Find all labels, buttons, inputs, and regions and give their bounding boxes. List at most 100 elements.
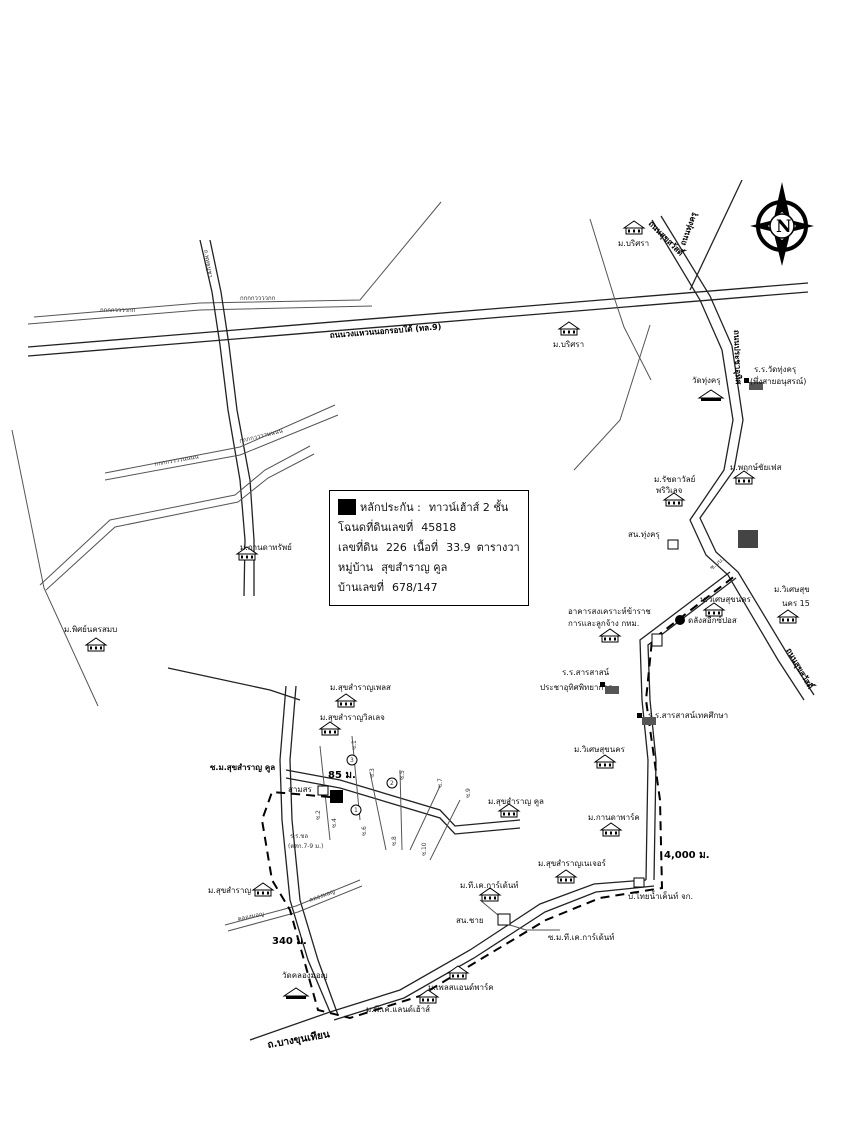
collateral-legend-square (338, 499, 356, 515)
soi-suksamran-cool-label: ซ.ม.สุขสำราญ คูล (210, 763, 275, 773)
svg-text:3: 3 (350, 757, 354, 764)
house-icon-wisetsukhanakhon-2 (594, 754, 616, 769)
school-sarasit-label-2: ประชาอุทิศพิทยาการ (540, 683, 613, 692)
house-icon-borisa-top (623, 220, 645, 235)
m-suksamran-left-label: ม.สุขสำราญ (208, 886, 251, 895)
info-row-house-no: บ้านเลขที่ 678/147 (338, 577, 520, 597)
middle-road-label-2: กกกกววววนนนน (239, 427, 284, 445)
m-ratchawadee-label-1: ม.รัชดาวัลย์ (654, 474, 695, 484)
phutthabucha-road (199, 239, 255, 597)
factory-box (633, 877, 645, 888)
police-thungkru-label: สน.ทุ่งครุ (628, 530, 660, 539)
m-kanda-top-label: ม.กานดาทรัพย์ (240, 542, 292, 552)
senior-home-label-2: การและลูกจ้าง กทม. (568, 619, 639, 629)
m-wisetsuk-label: ม.วิเศษสุข (774, 585, 810, 594)
western-connector-road (39, 445, 315, 591)
lotus-icon (675, 615, 685, 625)
police-thungkru-box (667, 539, 679, 550)
house-icon-pitsinee (85, 637, 107, 652)
phutthabucha-label: ถ.พุทธบูชา (202, 249, 214, 278)
southern-road (329, 879, 655, 1021)
m-pruksa-label: ม.พฤกษ์ชัยเฟส (730, 462, 782, 472)
house-icon-borisa-mid (558, 321, 580, 336)
soi-number-4: ซ.4 (331, 818, 338, 828)
directions-route (260, 574, 737, 1020)
school-small-label-1: ร.ร.ชล (290, 833, 308, 840)
soi-number-7: ซ.7 (437, 778, 444, 788)
m-wisetsuk-label-2: นคร 15 (782, 599, 810, 608)
land-no-label: เลขที่ดิน (338, 541, 378, 554)
deed-label: โฉนดที่ดินเลขที่ (338, 521, 414, 534)
info-row-deed: โฉนดที่ดินเลขที่ 45818 (338, 517, 520, 537)
village-value: สุขสำราญ คูล (381, 561, 448, 574)
m-wisetsukhanakhon-label: ม.วิเศษสุขนคร (700, 595, 752, 604)
khlong-mon-canal (224, 879, 363, 932)
bang-khun-thian-road (167, 667, 339, 1041)
village-label: หมู่บ้าน (338, 561, 374, 574)
distance-85: 85 ม. (328, 770, 356, 781)
suksamran-soi-network (285, 735, 521, 861)
m-kanda-park-label: ม.กานดาพาร์ค (588, 812, 640, 822)
m-suksamran-nature-label: ม.สุขสำราญเนเจอร์ (538, 858, 607, 868)
collateral-marker[interactable] (330, 790, 343, 803)
temple-icon-thungkru (698, 389, 724, 402)
soi-number-6: ซ.6 (361, 826, 368, 836)
soi-number-8: ซ.8 (391, 836, 398, 846)
thungkru-label: ถนนทุ่งครุ (678, 210, 699, 247)
compass-letter: N (776, 217, 792, 237)
school-thungkru-label-2: (พึ่งสายอนุสรณ์) (750, 375, 806, 386)
area-unit: ตารางวา (476, 541, 520, 554)
marker-2: 2 (386, 777, 398, 789)
frontage-road-upper-label-1: กกกกววววกก (100, 307, 136, 314)
m-suksamran-villa-label: ม.สุขสำราญวิลเลจ (320, 713, 385, 722)
house-icon-pruksa (733, 470, 755, 485)
temple-icon-khlong-mon (283, 987, 309, 1000)
outer-ring-road-label: ถนนวงแหวนนอกรอบใต้ (ทล.9) (329, 321, 441, 340)
middle-parallel-road (104, 404, 339, 481)
gas-station-icon (651, 633, 663, 647)
house-no-label: บ้านเลขที่ (338, 581, 384, 594)
land-no-value: 226 (385, 540, 407, 554)
soi-number-3: ซ.3 (369, 768, 376, 778)
house-icon-wisetsukhanakhon (703, 602, 725, 617)
thungkru-road (651, 179, 743, 351)
m-borisa-mid-label: ม.บริศรา (553, 340, 584, 349)
house-icon-suksamran-villa (319, 721, 341, 736)
marker-1: 1 (350, 804, 362, 816)
samsorn-box (317, 785, 329, 796)
collateral-label: หลักประกัน : (360, 501, 421, 514)
middle-road-label-1: กกกกววววนนนน (154, 453, 199, 468)
school-small-label-2: (ตสก.7-9 ม.) (288, 843, 323, 850)
bang-khun-thian-label: ถ.บางขุนเทียน (266, 1028, 330, 1051)
frontage-road-upper (27, 201, 442, 325)
tk-garden-soi (479, 899, 560, 931)
soi-number-2: ซ.2 (315, 810, 322, 820)
shopping-icon (738, 530, 758, 548)
factory-label: บ.ไทยน้ำเค็นท์ จก. (628, 890, 693, 901)
house-no-value: 678/147 (391, 580, 438, 594)
house-icon-kanda-park (600, 822, 622, 837)
frontage-road-upper-label-2: กกกกววววกก (240, 295, 276, 302)
wat-khlong-mon-label: วัดคลองมอญ (282, 971, 328, 980)
house-icon-senior-home (599, 628, 621, 643)
school-sarasas-label: ร.ร.สารสาสน์เทคศึกษา (648, 710, 728, 720)
info-row-collateral: หลักประกัน : ทาวน์เฮ้าส์ 2 ชั้น (338, 497, 520, 517)
collateral-info-box: หลักประกัน : ทาวน์เฮ้าส์ 2 ชั้น โฉนดที่ด… (329, 490, 529, 606)
collateral-value: ทาวน์เฮ้าส์ 2 ชั้น (428, 501, 509, 514)
prachauthit-label: ถนนประชาอุทิศ (731, 330, 743, 386)
m-suksamran-cool-label: ม.สุขสำราญ คูล (488, 797, 544, 807)
outer-ring-road (27, 282, 809, 357)
m-pitsinee-label: ม.พิศย์นครสมบ (64, 624, 117, 634)
soi-number-10: ซ.10 (421, 842, 428, 856)
m-suksamran-place-label: ม.สุขสำราญเพลส (330, 683, 391, 692)
senior-home-label-1: อาคารสงเคราะห์ข้าราช (568, 606, 651, 616)
deed-value: 45818 (421, 520, 457, 534)
soi-tk-garden-label: ซ.ม.ที.เค.การ์เด้นท์ (548, 932, 615, 942)
m-ratchawadee-label-2: พริวิเลจ (656, 486, 683, 495)
western-vertical-road (11, 429, 99, 707)
area-value: 33.9 (446, 540, 471, 554)
m-wisetsukhanakhon-2-label: ม.วิเศษสุขนคร (574, 745, 626, 754)
svg-text:2: 2 (390, 780, 394, 787)
m-plus-park-label: ม.เพลสแอนด์พาร์ค (428, 982, 494, 992)
school-thungkru-label: ร.ร.วัดทุ่งครุ (754, 365, 797, 374)
